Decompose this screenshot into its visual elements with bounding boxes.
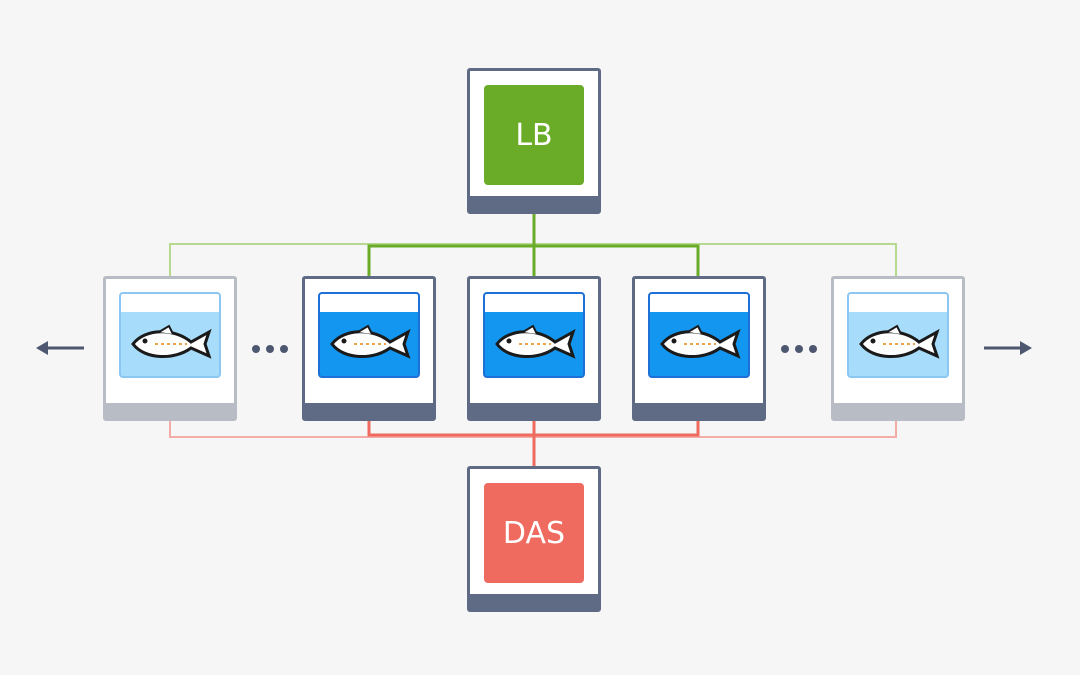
glassfish-icon (330, 324, 411, 359)
arrow-right-icon (984, 341, 1032, 355)
arrow-left-icon (36, 341, 84, 355)
screen-titlebar (485, 294, 583, 312)
instance-screen (483, 292, 585, 378)
glassfish-icon (495, 324, 576, 359)
load-balancer-label: LB (484, 85, 584, 185)
glassfish-icon (131, 324, 212, 359)
instance-1 (103, 276, 237, 421)
admin-server-label: DAS (484, 483, 584, 583)
screen-titlebar (849, 294, 947, 312)
ellipsis-icon (252, 345, 288, 353)
screen-titlebar (121, 294, 219, 312)
instance-screen (847, 292, 949, 378)
instance-screen (648, 292, 750, 378)
screen-titlebar (320, 294, 418, 312)
screen-titlebar (650, 294, 748, 312)
ellipsis-icon (781, 345, 817, 353)
instance-4 (632, 276, 766, 421)
load-balancer-server: LB (467, 68, 601, 214)
glassfish-icon (660, 324, 741, 359)
admin-server: DAS (467, 466, 601, 612)
instance-3 (467, 276, 601, 421)
instance-screen (318, 292, 420, 378)
instance-screen (119, 292, 221, 378)
instance-2 (302, 276, 436, 421)
glassfish-icon (859, 324, 940, 359)
instance-5 (831, 276, 965, 421)
lb-link-active (367, 244, 700, 290)
